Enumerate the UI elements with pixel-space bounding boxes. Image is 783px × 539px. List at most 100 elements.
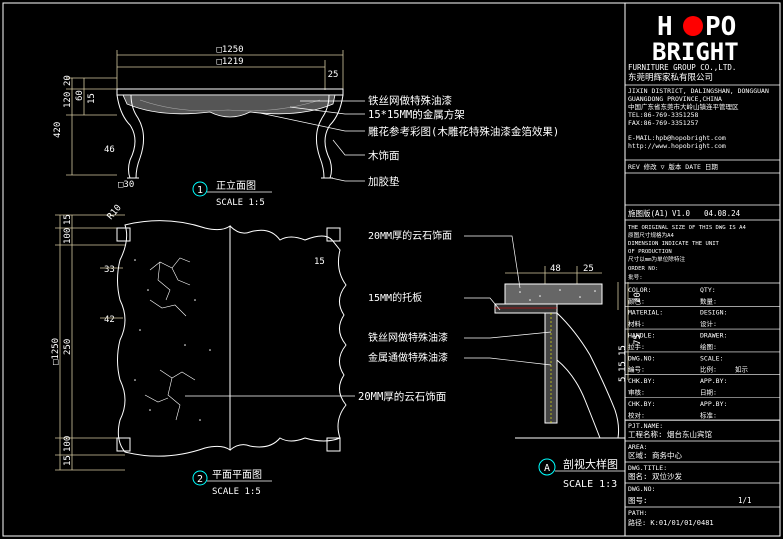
title-field-r0-c2: QTY: bbox=[700, 286, 716, 294]
svg-text:OF PRODUCTION: OF PRODUCTION bbox=[628, 249, 672, 255]
svg-text:GUANGDONG PROVINCE,CHINA: GUANGDONG PROVINCE,CHINA bbox=[628, 95, 722, 103]
title-fields: COLOR:QTY:颜色:数量:MATERIAL:DESIGN:材料:设计:HA… bbox=[625, 286, 780, 421]
dim-plan-15c: 15 bbox=[314, 257, 325, 267]
area-value: 区域: 商务中心 bbox=[628, 450, 683, 460]
project-label: PJT.NAME: bbox=[628, 422, 663, 430]
svg-text:JIXIN DISTRICT, DALINGSHAN, DO: JIXIN DISTRICT, DALINGSHAN, DONGGUAN bbox=[628, 87, 769, 95]
callout-carving: 雕花参考彩图(木雕花特殊油漆金箔效果) bbox=[368, 125, 559, 138]
title-field-r1-c0: 颜色: bbox=[628, 296, 645, 305]
label-title-plan: 平面平面图 bbox=[212, 469, 262, 481]
title-block: H PO BRIGHT FURNITURE GROUP CO.,LTD. 东莞明… bbox=[624, 3, 780, 536]
title-field-r10-c0: CHK.BY: bbox=[628, 400, 655, 408]
title-field-r7-c0: 编号: bbox=[628, 365, 645, 374]
dim-sec-15a: 15 bbox=[618, 345, 628, 356]
dim-elev-inner: □1219 bbox=[216, 57, 243, 67]
callout-sec-metal: 金属通做特殊油漆 bbox=[368, 351, 448, 364]
label-scale-plan: SCALE 1:5 bbox=[212, 487, 261, 497]
dim-elev-20: 20 bbox=[63, 75, 73, 86]
logo-po: PO bbox=[705, 12, 736, 42]
dim-plan-42: 42 bbox=[104, 315, 115, 325]
title-field-r7-c2: 比例: bbox=[700, 365, 717, 374]
title-field-r4-c2: DRAWER: bbox=[700, 332, 727, 340]
callout-sec-mesh: 铁丝网做特殊油漆 bbox=[368, 331, 448, 344]
dim-sec-48: 48 bbox=[550, 264, 561, 274]
title-field-r1-c2: 数量: bbox=[700, 296, 717, 305]
title-field-r5-c0: 拉手: bbox=[628, 342, 645, 351]
title-field-r7-c3: 如示 bbox=[735, 365, 749, 374]
notes-block: THE ORIGINAL SIZE OF THIS DWG IS A4 原图尺寸… bbox=[628, 225, 747, 281]
callout-plan-marble: 20MM厚的云石饰面 bbox=[358, 390, 446, 403]
svg-text:TEL:86-769-3351258: TEL:86-769-3351258 bbox=[628, 111, 699, 119]
svg-text:THE ORIGINAL SIZE OF THIS DWG: THE ORIGINAL SIZE OF THIS DWG IS A4 bbox=[628, 225, 747, 231]
title-field-r2-c0: MATERIAL: bbox=[628, 309, 663, 317]
dim-sec-15b: 15 bbox=[618, 361, 628, 372]
label-num-sec: A bbox=[544, 463, 550, 474]
title-field-r6-c0: DWG.NO: bbox=[628, 354, 655, 362]
area-label: AREA: bbox=[628, 443, 648, 451]
callout-sec-tray: 15MM的托板 bbox=[368, 291, 422, 304]
dim-plan-15b: 15 bbox=[63, 455, 73, 466]
dim-sec-75: 75 bbox=[633, 334, 643, 345]
page-label: 图号: bbox=[628, 496, 648, 505]
dim-plan-100a: 100 bbox=[63, 228, 73, 244]
dwg-title-value: 图名: 双位沙发 bbox=[628, 471, 683, 481]
company-en: FURNITURE GROUP CO.,LTD. bbox=[628, 63, 736, 72]
label-num-elev: 1 bbox=[197, 185, 203, 196]
dim-elev-15: 15 bbox=[87, 93, 97, 104]
path-value: 路径: K:01/01/01/0481 bbox=[628, 518, 714, 527]
title-field-r3-c0: 材料: bbox=[628, 319, 645, 328]
title-field-r9-c0: 审核: bbox=[628, 388, 645, 397]
svg-text:FAX:86-769-3351257: FAX:86-769-3351257 bbox=[628, 119, 699, 127]
project-value: 工程名称: 烟台东山宾馆 bbox=[628, 429, 713, 439]
company-cn: 东莞明辉家私有限公司 bbox=[628, 72, 713, 83]
title-field-r11-c2: 标准: bbox=[700, 410, 717, 419]
dim-sec-25: 25 bbox=[583, 264, 594, 274]
dim-plan-100b: 100 bbox=[63, 436, 73, 452]
dim-elev-120: 120 bbox=[63, 92, 73, 108]
svg-text:中国广东省东莞市大岭山镇连平管理区: 中国广东省东莞市大岭山镇连平管理区 bbox=[628, 102, 739, 111]
path-label: PATH: bbox=[628, 509, 648, 517]
callout-rubber-pad: 加胶垫 bbox=[368, 175, 400, 188]
dim-elev-30: □30 bbox=[118, 180, 134, 190]
svg-text:尺寸以mm为单位除特注: 尺寸以mm为单位除特注 bbox=[628, 255, 685, 263]
title-field-r5-c2: 绘图: bbox=[700, 342, 717, 351]
title-field-r0-c0: COLOR: bbox=[628, 286, 651, 294]
dim-plan-1250: □1250 bbox=[51, 338, 61, 365]
title-field-r8-c2: APP.BY: bbox=[700, 377, 727, 385]
logo-bright: BRIGHT bbox=[652, 38, 739, 66]
dim-plan-15a: 15 bbox=[63, 214, 73, 225]
dim-elev-25: 25 bbox=[328, 70, 339, 80]
title-field-r4-c0: HANDLE: bbox=[628, 332, 655, 340]
svg-text:批号:: 批号: bbox=[628, 273, 643, 281]
elevation-view: □1250 □1219 25 20 120 60 15 420 46 □30 bbox=[53, 45, 559, 208]
callout-sec-marble: 20MM厚的云石饰面 bbox=[368, 229, 452, 242]
dim-plan-250: 250 bbox=[63, 339, 73, 355]
callout-metal-frame: 15*15MM的金属方架 bbox=[368, 108, 465, 121]
title-field-r8-c0: CHK.BY: bbox=[628, 377, 655, 385]
issue-version: V1.0 bbox=[672, 209, 691, 218]
logo-h: H bbox=[657, 12, 673, 42]
callout-wood-veneer: 木饰面 bbox=[368, 149, 400, 162]
dwg-no-label: DWG.NO: bbox=[628, 485, 655, 493]
svg-text:E-MAIL:hpb@hopobright.com: E-MAIL:hpb@hopobright.com bbox=[628, 134, 726, 142]
svg-text:ORDER NO:: ORDER NO: bbox=[628, 266, 658, 272]
callout-wire-mesh: 铁丝网做特殊油漆 bbox=[368, 94, 452, 107]
title-field-r10-c2: APP.BY: bbox=[700, 400, 727, 408]
label-num-plan: 2 bbox=[197, 474, 203, 485]
label-scale-sec: SCALE 1:3 bbox=[563, 479, 617, 490]
title-field-r3-c2: 设计: bbox=[700, 319, 717, 328]
issue-date: 04.08.24 bbox=[704, 209, 741, 218]
revision-header: REV 修改 ▽ 版本 DATE 日期 bbox=[628, 162, 718, 171]
dim-sec-20: 20 bbox=[633, 292, 643, 303]
label-scale-elev: SCALE 1:5 bbox=[216, 198, 265, 208]
title-field-r6-c2: SCALE: bbox=[700, 354, 723, 362]
dim-elev-46: 46 bbox=[104, 145, 115, 155]
issue-stage: 施图版(A1) bbox=[628, 208, 669, 218]
svg-text:原图尺寸规格为A4: 原图尺寸规格为A4 bbox=[628, 231, 675, 239]
dwg-title-label: DWG.TITLE: bbox=[628, 464, 667, 472]
label-title-elev: 正立面图 bbox=[216, 179, 256, 192]
dim-plan-33: 33 bbox=[104, 265, 115, 275]
address-block: JIXIN DISTRICT, DALINGSHAN, DONGGUAN GUA… bbox=[628, 87, 769, 150]
